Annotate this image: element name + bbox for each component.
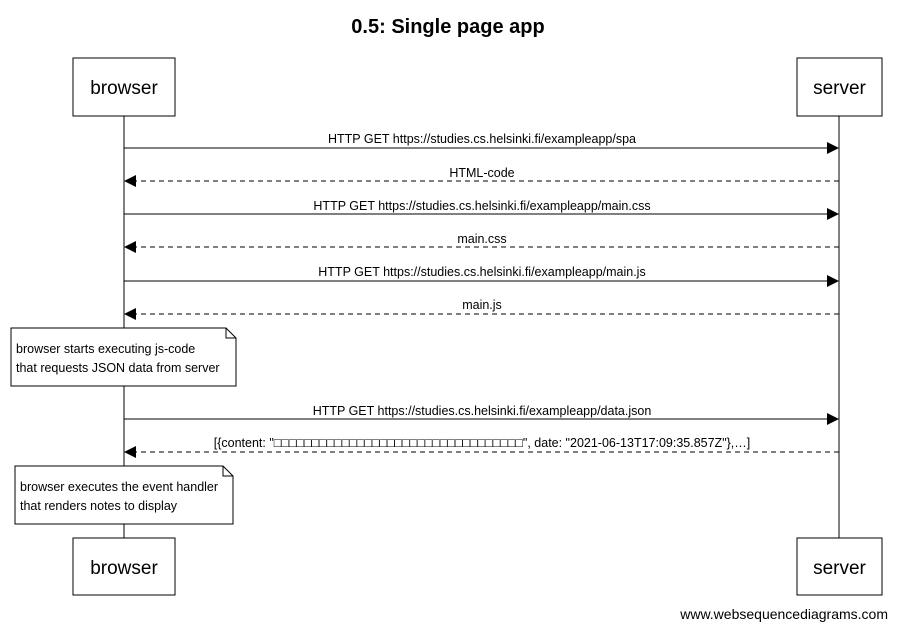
message-1-label: HTTP GET https://studies.cs.helsinki.fi/… [328,132,636,146]
browser-actor-top-label: browser [90,78,158,99]
message-6-label: main.js [462,298,502,312]
diagram-title: 0.5: Single page app [351,16,544,38]
browser-actor-bottom: browser [72,537,176,596]
note-2: browser executes the event handler that … [14,465,234,525]
message-8: [{content: "□□□□□□□□□□□□□□□□□□□□□□□□□□□□… [124,436,839,458]
browser-actor-bottom-label: browser [90,558,158,579]
message-5-label: HTTP GET https://studies.cs.helsinki.fi/… [318,265,645,279]
message-3: HTTP GET https://studies.cs.helsinki.fi/… [124,199,839,220]
message-7: HTTP GET https://studies.cs.helsinki.fi/… [124,404,839,425]
message-2-label: HTML-code [449,166,514,180]
watermark-footer: www.websequencediagrams.com [679,606,888,622]
note-2-line-1: browser executes the event handler [20,480,218,494]
server-actor-top: server [796,57,883,117]
server-actor-bottom: server [796,537,883,596]
message-4-label: main.css [457,232,506,246]
note-2-line-2: that renders notes to display [20,499,178,513]
message-7-label: HTTP GET https://studies.cs.helsinki.fi/… [313,404,652,418]
message-8-label: [{content: "□□□□□□□□□□□□□□□□□□□□□□□□□□□□… [214,436,751,450]
note-1: browser starts executing js-code that re… [10,327,237,387]
server-actor-bottom-label: server [813,558,866,579]
message-5: HTTP GET https://studies.cs.helsinki.fi/… [124,265,839,287]
server-actor-top-label: server [813,78,866,99]
message-2: HTML-code [124,166,839,187]
note-1-line-2: that requests JSON data from server [16,361,220,375]
message-3-label: HTTP GET https://studies.cs.helsinki.fi/… [313,199,650,213]
message-6: main.js [124,298,839,320]
note-1-line-1: browser starts executing js-code [16,342,195,356]
message-4: main.css [124,232,839,253]
message-1: HTTP GET https://studies.cs.helsinki.fi/… [124,132,839,154]
browser-actor-top: browser [72,57,176,117]
